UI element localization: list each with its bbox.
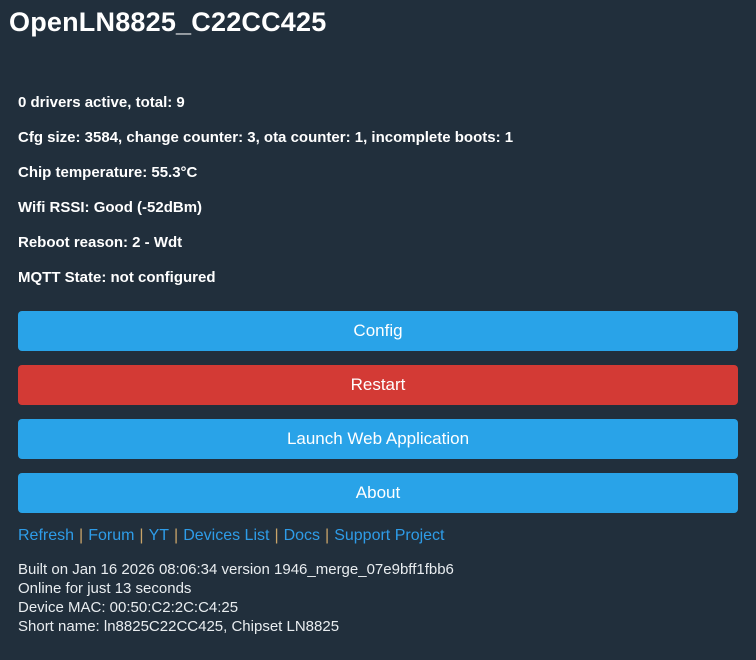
forum-link[interactable]: Forum [88, 527, 135, 544]
link-separator: | [174, 527, 179, 544]
footer-build-info: Built on Jan 16 2026 08:06:34 version 19… [18, 561, 454, 578]
launch-web-application-button[interactable]: Launch Web Application [18, 419, 738, 459]
footer-block: Built on Jan 16 2026 08:06:34 version 19… [18, 560, 756, 636]
status-line-chip-temperature: Chip temperature: 55.3°C [18, 164, 198, 181]
about-button[interactable]: About [18, 473, 738, 513]
status-line-wifi-rssi: Wifi RSSI: Good (-52dBm) [18, 199, 203, 216]
buttons-block: Config Restart Launch Web Application Ab… [18, 311, 738, 513]
yt-link[interactable]: YT [148, 527, 170, 544]
status-block: 0 drivers active, total: 9 Cfg size: 358… [0, 95, 756, 285]
links-row: Refresh|Forum|YT|Devices List|Docs|Suppo… [18, 527, 756, 545]
status-line-drivers: 0 drivers active, total: 9 [18, 94, 185, 111]
link-separator: | [325, 527, 330, 544]
status-line-reboot-reason: Reboot reason: 2 - Wdt [18, 234, 183, 251]
refresh-link[interactable]: Refresh [18, 527, 75, 544]
devices-list-link[interactable]: Devices List [183, 527, 270, 544]
footer-device-mac: Device MAC: 00:50:C2:2C:C4:25 [18, 599, 239, 616]
support-project-link[interactable]: Support Project [334, 527, 445, 544]
link-separator: | [274, 527, 279, 544]
restart-button[interactable]: Restart [18, 365, 738, 405]
status-line-cfg: Cfg size: 3584, change counter: 3, ota c… [18, 129, 514, 146]
page-title: OpenLN8825_C22CC425 [9, 7, 327, 37]
footer-short-name: Short name: ln8825C22CC425, Chipset LN88… [18, 618, 340, 635]
link-separator: | [139, 527, 144, 544]
status-line-mqtt-state: MQTT State: not configured [18, 269, 216, 286]
link-separator: | [79, 527, 84, 544]
footer-uptime: Online for just 13 seconds [18, 580, 192, 597]
config-button[interactable]: Config [18, 311, 738, 351]
docs-link[interactable]: Docs [283, 527, 321, 544]
